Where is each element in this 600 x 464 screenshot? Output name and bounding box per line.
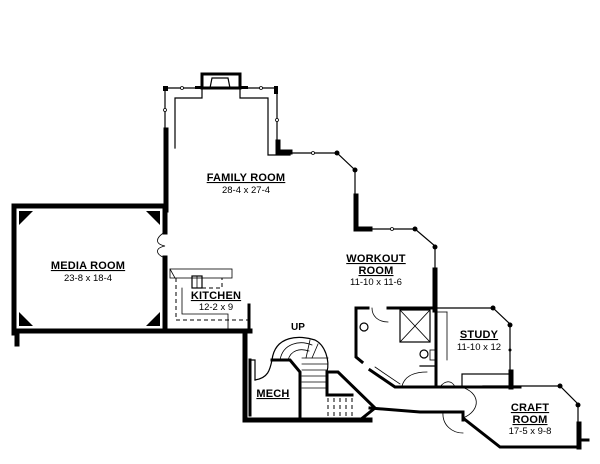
room-name: CRAFT xyxy=(511,402,549,414)
room-name: MECH xyxy=(256,388,289,400)
room-name: WORKOUT xyxy=(346,253,406,265)
family-room-walls xyxy=(163,72,438,313)
room-label-mech: MECH xyxy=(256,388,289,400)
room-dimensions: 12-2 x 9 xyxy=(199,302,233,313)
stair-up-label: UP xyxy=(291,322,305,333)
room-name: KITCHEN xyxy=(191,290,241,302)
room-dimensions: 11-10 x 11-6 xyxy=(350,277,402,288)
media-room-walls xyxy=(11,203,253,347)
room-label-craft-room: CRAFT ROOM 17-5 x 9-8 xyxy=(509,402,552,437)
room-label-media-room: MEDIA ROOM 23-8 x 18-4 xyxy=(51,260,125,284)
room-name: STUDY xyxy=(460,329,499,341)
room-name-line2: ROOM xyxy=(358,265,393,277)
mech-and-stairs xyxy=(242,328,378,423)
room-dimensions: 17-5 x 9-8 xyxy=(509,426,552,437)
fireplace xyxy=(200,72,242,90)
room-label-workout-room: WORKOUT ROOM 11-10 x 11-6 xyxy=(346,253,406,288)
room-label-study: STUDY 11-10 x 12 xyxy=(457,329,501,353)
room-dimensions: 11-10 x 12 xyxy=(457,342,501,353)
room-name-line2: ROOM xyxy=(512,414,547,426)
room-label-kitchen: KITCHEN 12-2 x 9 xyxy=(191,290,241,313)
room-label-family-room: FAMILY ROOM 28-4 x 27-4 xyxy=(207,172,286,196)
room-dimensions: 28-4 x 27-4 xyxy=(222,185,270,196)
room-name: FAMILY ROOM xyxy=(207,172,286,184)
room-name: MEDIA ROOM xyxy=(51,260,125,272)
room-dimensions: 23-8 x 18-4 xyxy=(64,273,112,284)
study-walls xyxy=(434,305,522,390)
craft-room-walls xyxy=(368,383,590,450)
bathroom xyxy=(354,306,448,389)
kitchen-fixtures xyxy=(169,268,251,333)
